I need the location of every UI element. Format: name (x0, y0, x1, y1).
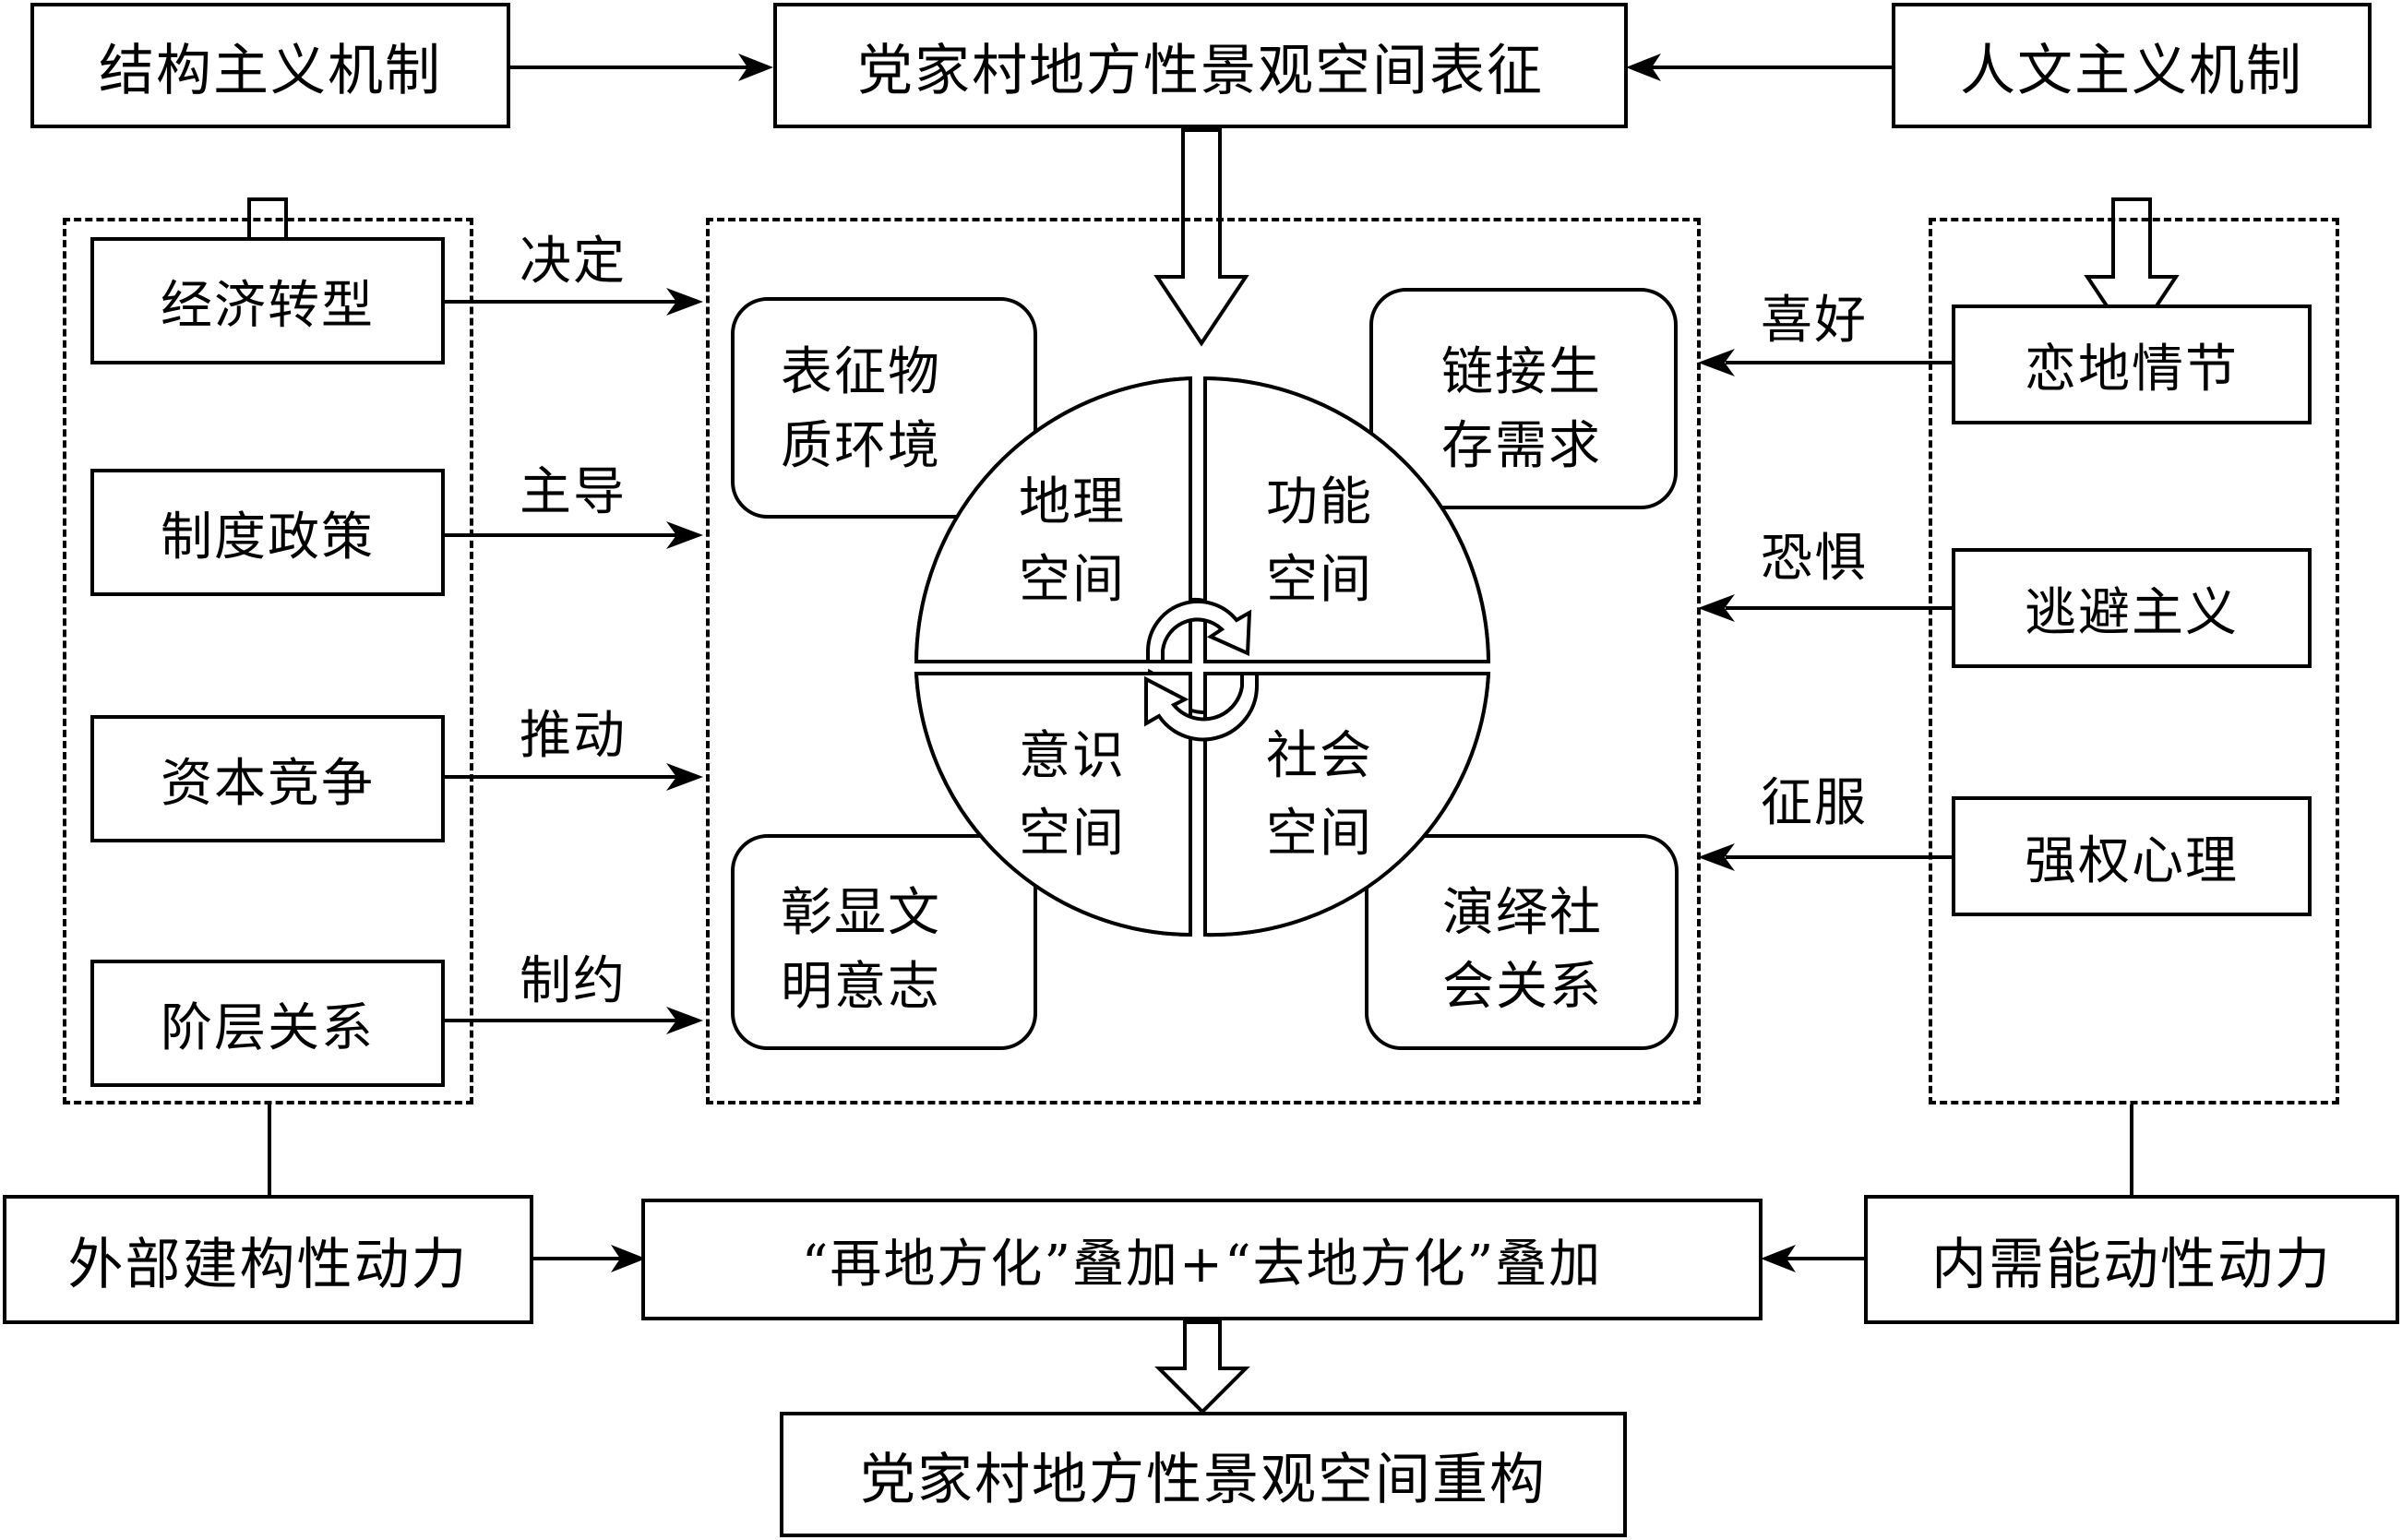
representation-label: 党家村地方性景观空间表征 (857, 38, 1544, 103)
superposition-label: “再地方化”叠加+“去地方化”叠加 (801, 1234, 1603, 1295)
arrowhead (1698, 349, 1735, 376)
landscape-space-group (706, 218, 1701, 1104)
quadrant-line: 空间 (1266, 550, 1373, 610)
relation-dominate: 主导 (520, 462, 627, 522)
arrowhead (738, 54, 773, 81)
arrowhead (666, 521, 703, 549)
corner-social-relations: 演绎社 会关系 (1365, 834, 1679, 1050)
factor-power-psychology: 强权心理 (1952, 796, 2312, 916)
quadrant-line: 空间 (1019, 804, 1126, 864)
quadrant-line: 功能 (1266, 472, 1373, 532)
factor-label: 强权心理 (2025, 830, 2239, 891)
internal-force-box: 内需能动性动力 (1864, 1195, 2399, 1324)
corner-line: 链接生 (1441, 342, 1602, 402)
arrowhead (1626, 54, 1661, 81)
relation-fear: 恐惧 (1761, 529, 1868, 589)
arrowhead (666, 1007, 703, 1034)
arrowhead (1698, 594, 1735, 622)
factor-label: 恋地情节 (2025, 339, 2239, 400)
relation-drive: 推动 (520, 706, 627, 766)
factor-label: 经济转型 (161, 275, 375, 336)
arrowhead (666, 288, 703, 316)
humanistic-factors-group (1929, 218, 2339, 1104)
external-force-box: 外部建构性动力 (3, 1195, 533, 1324)
relation-determine: 决定 (520, 232, 627, 292)
quadrant-consciousness-label: 意识 空间 (1019, 718, 1126, 873)
external-force-label: 外部建构性动力 (67, 1232, 469, 1297)
humanism-mechanism-label: 人文主义机制 (1960, 38, 2303, 103)
factor-escapism: 逃避主义 (1952, 548, 2312, 668)
arrowhead (1698, 843, 1735, 871)
quadrant-geographic-label: 地理 空间 (1019, 464, 1126, 619)
factor-label: 逃避主义 (2025, 582, 2239, 643)
factor-label: 阶层关系 (161, 997, 375, 1058)
relation-preference: 喜好 (1761, 291, 1868, 351)
quadrant-line: 地理 (1019, 472, 1126, 532)
corner-line: 会关系 (1442, 957, 1603, 1017)
corner-line: 彰显文 (781, 883, 941, 943)
humanism-mechanism-box: 人文主义机制 (1892, 3, 2372, 128)
quadrant-line: 空间 (1019, 550, 1126, 610)
structuralism-mechanism-label: 结构主义机制 (99, 38, 442, 103)
reconstruction-box: 党家村地方性景观空间重构 (780, 1412, 1627, 1537)
relation-constrain: 制约 (520, 951, 627, 1011)
relation-conquest: 征服 (1761, 773, 1868, 833)
superposition-box: “再地方化”叠加+“去地方化”叠加 (641, 1199, 1763, 1320)
corner-survival-needs: 链接生 存需求 (1369, 288, 1678, 509)
quadrant-line: 意识 (1019, 726, 1126, 786)
factor-label: 资本竞争 (161, 753, 375, 814)
quadrant-social-label: 社会 空间 (1266, 718, 1373, 873)
corner-material-environment: 表征物 质环境 (731, 297, 1037, 519)
representation-box: 党家村地方性景观空间表征 (773, 3, 1628, 128)
quadrant-line: 空间 (1266, 804, 1373, 864)
corner-line: 明意志 (781, 957, 941, 1017)
factor-class-relations: 阶层关系 (90, 960, 445, 1087)
factor-label: 制度政策 (161, 507, 375, 567)
corner-line: 演绎社 (1442, 883, 1603, 943)
factor-capital-competition: 资本竞争 (90, 715, 445, 842)
factor-economic-transition: 经济转型 (90, 237, 445, 364)
corner-civilization-will: 彰显文 明意志 (731, 834, 1037, 1050)
block-arrow-down-bottom (1154, 1320, 1250, 1415)
quadrant-line: 社会 (1266, 726, 1373, 786)
factor-topophilia: 恋地情节 (1952, 304, 2312, 424)
corner-line: 存需求 (1441, 416, 1602, 476)
reconstruction-label: 党家村地方性景观空间重构 (860, 1447, 1547, 1512)
arrowhead (1761, 1245, 1796, 1272)
corner-line: 表征物 (781, 342, 941, 402)
arrowhead (666, 763, 703, 791)
corner-line: 质环境 (781, 416, 941, 476)
structuralism-mechanism-box: 结构主义机制 (30, 3, 510, 128)
quadrant-functional-label: 功能 空间 (1266, 464, 1373, 619)
factor-institutional-policy: 制度政策 (90, 469, 445, 596)
internal-force-label: 内需能动性动力 (1931, 1232, 2332, 1297)
structural-factors-group (63, 218, 473, 1104)
